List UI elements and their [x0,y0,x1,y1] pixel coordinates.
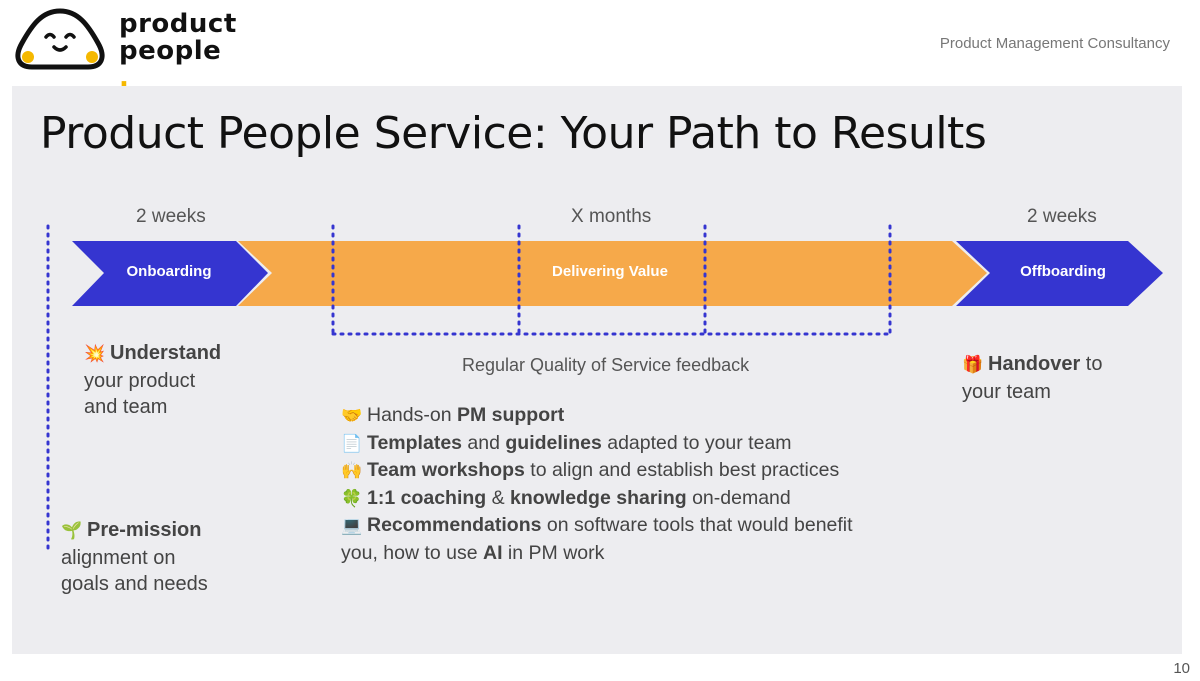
service-item: 🤝Hands-on PM support [341,402,861,430]
delivering-arrow [238,241,987,306]
offboarding-arrow [956,241,1163,306]
logo-line-1: product [119,9,237,39]
understand-note: 💥Understand your product and team [84,340,221,421]
laptop-icon: 💻 [341,516,363,536]
four-leaf-clover-icon: 🍀 [341,488,363,508]
logo-wordmark: product people . [119,11,237,92]
collision-icon: 💥 [84,344,106,363]
offboarding-label: Offboarding [1020,263,1106,280]
delivering-duration: X months [571,206,652,227]
onboarding-duration: 2 weeks [136,206,206,227]
handover-line-2: your team [962,380,1051,403]
tagline: Product Management Consultancy [939,35,1170,52]
logo: product people . [12,7,236,92]
gift-icon: 🎁 [962,355,984,374]
logo-dot: . [119,63,130,93]
slide-title: Product People Service: Your Path to Res… [40,108,987,159]
premission-line-2: goals and needs [61,573,208,595]
feedback-text: Regular Quality of Service feedback [462,355,750,375]
services-list: 🤝Hands-on PM support 📄Templates and guid… [341,402,861,567]
service-item: 📄Templates and guidelines adapted to you… [341,430,861,458]
raised-hands-icon: 🙌 [341,461,363,481]
handover-note: 🎁Handover to your team [962,351,1103,405]
premission-note: 🌱Pre-mission alignment on goals and need… [61,517,208,598]
slide-panel [12,86,1182,654]
logo-line-2: people [119,36,222,66]
understand-line-1: your product [84,369,196,392]
onigiri-logo-icon [15,8,105,70]
premission-heading: Pre-mission [87,519,202,541]
service-item: 💻Recommendations on software tools that … [341,514,853,564]
seedling-icon: 🌱 [61,521,83,540]
handshake-icon: 🤝 [341,406,363,425]
offboarding-duration: 2 weeks [1027,206,1097,227]
delivering-label: Delivering Value [552,263,668,280]
document-icon: 📄 [341,433,363,453]
understand-heading: Understand [110,342,222,364]
onboarding-arrow [72,241,268,306]
page-number: 10 [1173,660,1190,677]
service-item: 🙌Team workshops to align and establish b… [341,457,861,485]
handover-heading: Handover [988,353,1081,375]
onboarding-label: Onboarding [126,263,212,280]
service-item: 🍀1:1 coaching & knowledge sharing on-dem… [341,485,861,513]
understand-line-2: and team [84,396,168,418]
premission-line-1: alignment on [61,546,176,569]
